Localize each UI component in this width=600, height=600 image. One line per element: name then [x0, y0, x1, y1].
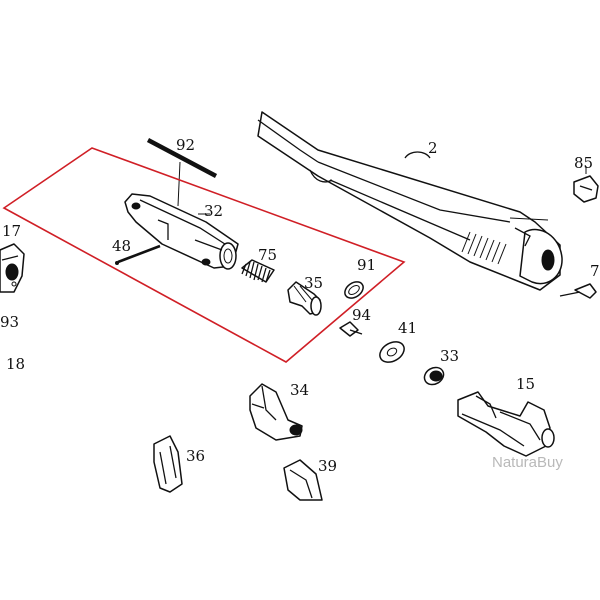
label-15: 15 [516, 375, 535, 393]
part-85 [573, 175, 599, 203]
part-15 [457, 391, 555, 457]
label-36: 36 [186, 447, 205, 465]
label-91: 91 [357, 256, 376, 274]
label-17: 17 [2, 222, 21, 240]
part-75 [241, 259, 275, 283]
part-92 [146, 138, 218, 178]
watermark: NaturaBuy [492, 454, 563, 471]
label-41: 41 [398, 319, 417, 337]
label-85: 85 [574, 154, 593, 172]
label-32: 32 [204, 202, 223, 220]
label-35: 35 [304, 274, 323, 292]
label-94: 94 [352, 306, 371, 324]
part-17 [0, 243, 25, 293]
part-39 [283, 459, 323, 501]
label-92: 92 [176, 136, 195, 154]
label-39: 39 [318, 457, 337, 475]
part-41 [379, 341, 405, 363]
slide-part [257, 111, 563, 291]
part-32 [124, 193, 239, 270]
part-35 [287, 281, 322, 316]
part-94 [339, 321, 363, 337]
label-2: 2 [428, 139, 438, 157]
label-18: 18 [6, 355, 25, 373]
highlight-outline [2, 147, 406, 363]
label-33: 33 [440, 347, 459, 365]
part-34 [249, 383, 303, 441]
label-48: 48 [112, 237, 131, 255]
part-7 [559, 283, 597, 299]
label-34: 34 [290, 381, 309, 399]
part-48 [115, 244, 161, 265]
label-7: 7 [590, 262, 600, 280]
label-93: 93 [0, 313, 19, 331]
part-91 [344, 281, 364, 299]
label-75: 75 [258, 246, 277, 264]
part-36 [153, 435, 183, 493]
part-33 [423, 366, 445, 386]
leader-2 [509, 217, 549, 221]
